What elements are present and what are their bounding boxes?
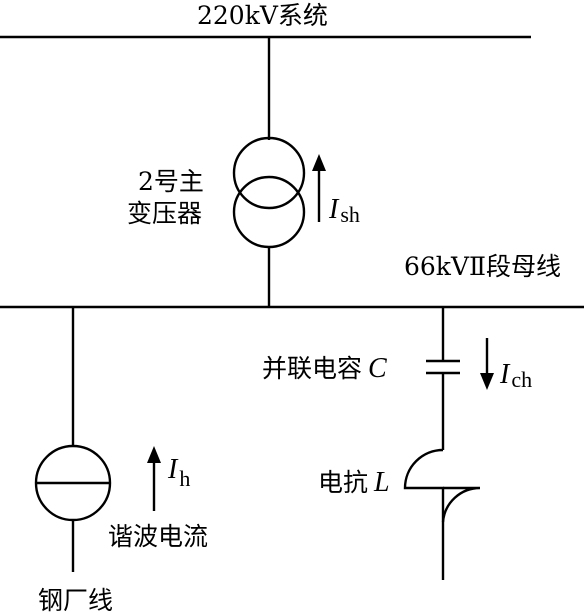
- transformer-winding-primary: [232, 136, 306, 210]
- transformer-label-line2: 变压器: [127, 199, 202, 228]
- harmonic-current-label: 谐波电流: [108, 522, 208, 551]
- current-arrow-sh: [312, 154, 326, 222]
- current-arrow-h: [147, 446, 161, 511]
- current-label-sh: Ish: [328, 194, 360, 227]
- current-label-h: Ih: [167, 454, 190, 491]
- bus-66kv-label: 66kVⅡ段母线: [404, 252, 561, 281]
- reactor-symbol: [403, 448, 481, 580]
- current-arrow-ch: [480, 338, 494, 390]
- transformer-label-line1: 2号主: [138, 167, 204, 196]
- transformer-winding-secondary: [232, 175, 306, 249]
- system-label: 220kV系统: [197, 1, 328, 30]
- harmonic-source-symbol: [34, 444, 112, 522]
- transformer-symbol: [232, 136, 306, 249]
- current-label-ch: Ich: [499, 359, 532, 392]
- capacitor-symbol: [426, 359, 460, 375]
- steel-line-label: 钢厂线: [38, 586, 113, 614]
